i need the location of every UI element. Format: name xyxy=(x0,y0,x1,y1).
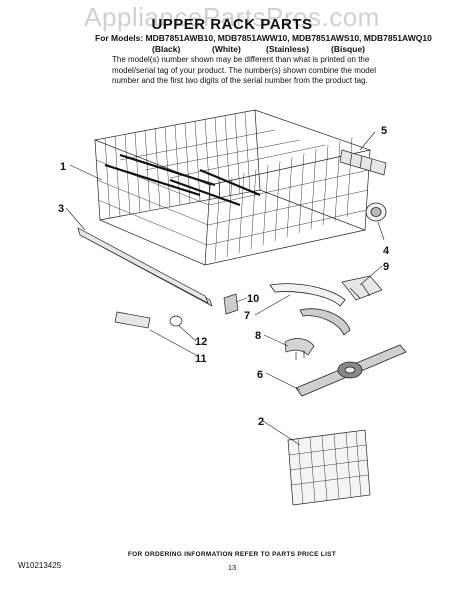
callout-6: 6 xyxy=(257,369,263,381)
callout-2: 2 xyxy=(258,416,264,428)
callout-4: 4 xyxy=(383,245,390,257)
part-9-hub xyxy=(341,275,383,301)
part-10-clip xyxy=(223,293,239,315)
part-2-basket xyxy=(287,429,371,506)
models-line: For Models: MDB7851AWB10, MDB7851AWW10, … xyxy=(95,33,432,43)
variant-white: (White) xyxy=(212,44,241,54)
part-8-nozzle xyxy=(284,338,315,360)
callout-9: 9 xyxy=(383,261,389,273)
variant-bisque: (Bisque) xyxy=(331,44,365,54)
callout-7: 7 xyxy=(244,310,250,322)
callout-8: 8 xyxy=(255,330,261,342)
page-title: UPPER RACK PARTS xyxy=(151,16,313,33)
callout-3: 3 xyxy=(58,203,64,215)
callout-10: 10 xyxy=(247,293,259,305)
part-6-spray-arm xyxy=(295,344,407,397)
page-number: 13 xyxy=(227,563,237,572)
watermark: AppliancePartsPros.com xyxy=(84,2,380,32)
callout-11: 11 xyxy=(195,353,207,365)
part-5-bracket xyxy=(339,149,387,176)
part-11-bracket xyxy=(114,311,151,329)
part-4-roller xyxy=(365,202,387,222)
leader-lines xyxy=(65,131,385,446)
upper-rack-illustration xyxy=(79,109,372,307)
callout-12: 12 xyxy=(195,336,207,348)
part-3-rail xyxy=(77,227,209,304)
callout-5: 5 xyxy=(381,125,387,137)
model-note: The model(s) number shown may be differe… xyxy=(112,55,376,85)
variant-black: (Black) xyxy=(152,44,181,54)
variant-stainless: (Stainless) xyxy=(266,44,309,54)
part-12-cap xyxy=(169,315,183,327)
document-number: W10213425 xyxy=(18,561,62,570)
part-7-tube xyxy=(269,283,351,336)
ordering-note: FOR ORDERING INFORMATION REFER TO PARTS … xyxy=(127,551,337,558)
callout-1: 1 xyxy=(60,161,66,173)
